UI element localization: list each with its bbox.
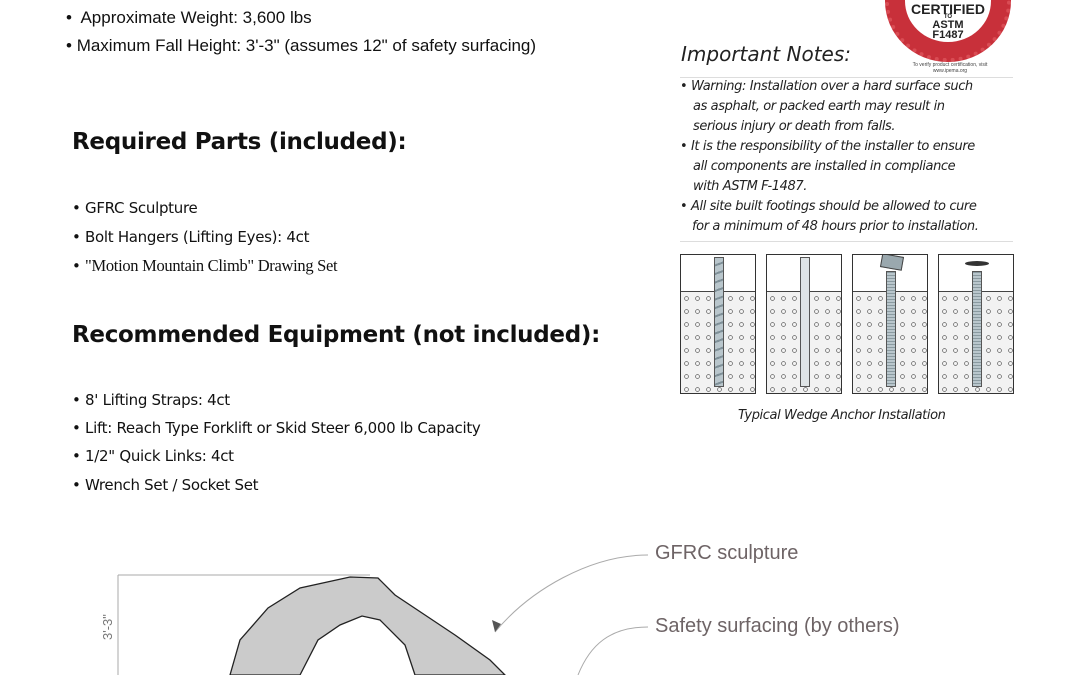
divider bbox=[680, 241, 1013, 242]
spec-weight: • Approximate Weight: 3,600 lbs bbox=[66, 8, 312, 27]
list-item: • Bolt Hangers (Lifting Eyes): 4ct bbox=[72, 228, 310, 246]
gfrc-sculpture-shape bbox=[229, 576, 506, 675]
ipema-certified-logo: CERTIFIED TO ASTM F1487 bbox=[885, 0, 1011, 62]
sculpture-elevation-drawing bbox=[117, 554, 649, 675]
anchor-step-drill-image bbox=[680, 254, 756, 394]
label-safety-surfacing: Safety surfacing (by others) bbox=[655, 615, 900, 637]
leader-line bbox=[577, 626, 649, 675]
anchor-step-insert-image bbox=[852, 254, 928, 394]
dimension-label: 3'-3" bbox=[100, 614, 115, 640]
required-parts-heading: Required Parts (included): bbox=[72, 129, 407, 155]
anchor-step-tighten-image bbox=[938, 254, 1014, 394]
divider bbox=[680, 77, 1013, 78]
notes-title: Important Notes: bbox=[681, 42, 852, 66]
anchor-caption: Typical Wedge Anchor Installation bbox=[738, 408, 946, 423]
spec-fall-height: • Maximum Fall Height: 3'-3" (assumes 12… bbox=[66, 36, 537, 55]
list-item: • GFRC Sculpture bbox=[72, 199, 198, 217]
list-item: • Lift: Reach Type Forklift or Skid Stee… bbox=[72, 419, 481, 437]
list-item: • 8' Lifting Straps: 4ct bbox=[72, 391, 230, 409]
anchor-step-clean-image bbox=[766, 254, 842, 394]
logo-verify-text: To verify product certification, visit w… bbox=[912, 62, 988, 74]
list-item: • 1/2" Quick Links: 4ct bbox=[72, 447, 234, 465]
list-item: • "Motion Mountain Climb" Drawing Set bbox=[72, 256, 338, 275]
recommended-equipment-heading: Recommended Equipment (not included): bbox=[72, 322, 600, 348]
leader-line bbox=[494, 554, 649, 633]
notes-list: • Warning: Installation over a hard surf… bbox=[680, 79, 979, 234]
list-item: • Wrench Set / Socket Set bbox=[72, 476, 259, 494]
label-gfrc-sculpture: GFRC sculpture bbox=[655, 542, 799, 564]
